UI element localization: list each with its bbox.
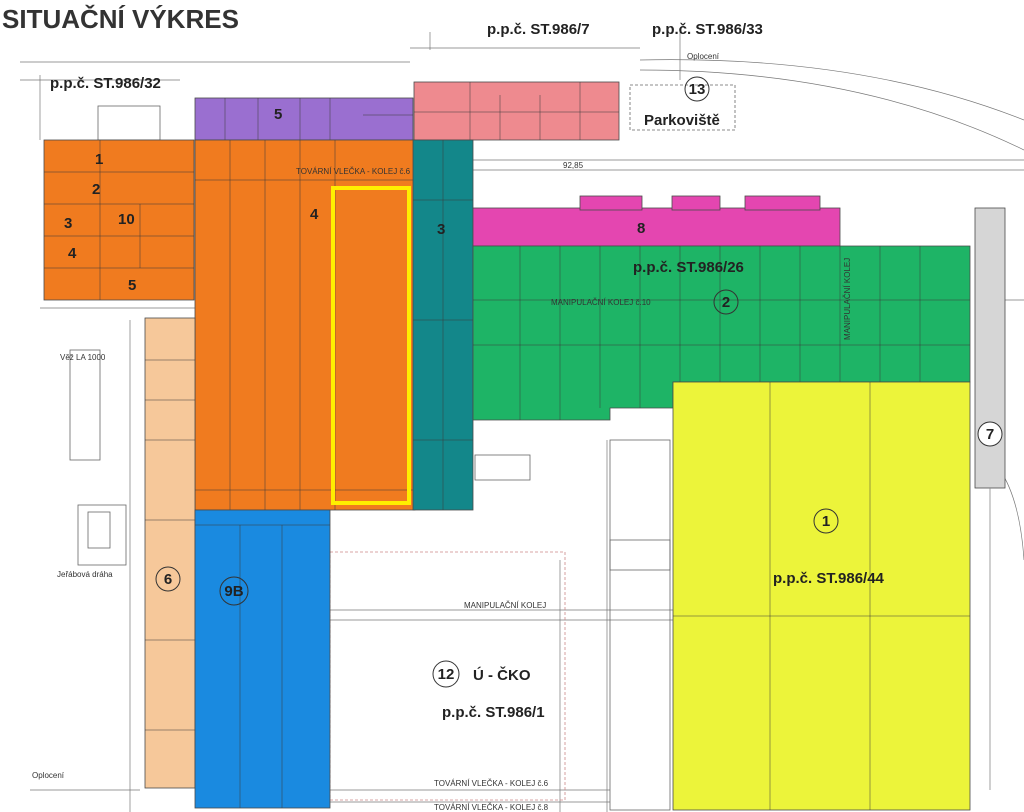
building-13-marker: 13 xyxy=(684,76,710,102)
building-9b xyxy=(194,509,331,809)
building-1 xyxy=(672,381,971,811)
svg-text:9B: 9B xyxy=(224,583,243,600)
building-3-label: 3 xyxy=(437,221,445,238)
svg-text:12: 12 xyxy=(438,666,455,683)
section-2-label: 2 xyxy=(92,181,100,198)
rail-label-manip: MANIPULAČNÍ KOLEJ xyxy=(464,601,546,610)
svg-text:7: 7 xyxy=(986,426,994,443)
building-2-marker: 2 xyxy=(713,289,739,315)
parcel-label-32: p.p.č. ST.986/32 xyxy=(50,75,161,92)
building-10-grid xyxy=(44,140,194,300)
building-8-bump-2 xyxy=(671,195,721,211)
outline-structures xyxy=(69,84,736,811)
dimension-9285: 92,85 xyxy=(563,161,584,170)
tower-label: Věž LA 1000 xyxy=(60,353,106,362)
building-3-grid xyxy=(413,140,473,510)
building-6-marker: 6 xyxy=(155,566,181,592)
building-5-label: 5 xyxy=(274,106,282,123)
building-7-marker: 7 xyxy=(977,421,1003,447)
building-8 xyxy=(472,207,841,247)
ucko-label: Ú - ČKO xyxy=(473,666,531,684)
svg-text:6: 6 xyxy=(164,571,172,588)
rail-label-bottom-2: TOVÁRNÍ VLEČKA - KOLEJ č.8 xyxy=(434,803,549,812)
rail-label-vertical: MANIPULAČNÍ KOLEJ xyxy=(843,258,852,340)
building-6 xyxy=(144,317,196,789)
building-12-marker: 12 xyxy=(432,660,460,688)
building-pink-grid xyxy=(414,82,619,140)
fence-label-bottom: Oplocení xyxy=(32,771,65,780)
building-8-bump-1 xyxy=(579,195,643,211)
building-2-grid xyxy=(473,246,970,420)
building-1-grid xyxy=(673,382,970,810)
svg-text:13: 13 xyxy=(689,81,706,98)
crane-track-label: Jeřábová dráha xyxy=(57,570,113,579)
building-10 xyxy=(43,139,195,301)
building-5-grid xyxy=(224,98,413,140)
svg-text:1: 1 xyxy=(822,513,830,530)
building-pink-top xyxy=(413,81,620,141)
building-6-grid xyxy=(145,359,195,731)
parking-label: Parkoviště xyxy=(644,112,720,129)
parcel-label-26: p.p.č. ST.986/26 xyxy=(633,259,744,276)
rail-label-10: MANIPULAČNÍ KOLEJ č.10 xyxy=(551,298,651,307)
building-5-purple xyxy=(194,97,414,141)
parcel-label-7: p.p.č. ST.986/7 xyxy=(487,21,590,38)
fence-label-top: Oplocení xyxy=(687,52,720,61)
rail-label-top: TOVÁRNÍ VLEČKA - KOLEJ č.6 xyxy=(296,167,411,176)
parcel-label-33: p.p.č. ST.986/33 xyxy=(652,21,763,38)
section-5-label: 5 xyxy=(128,277,136,294)
parcel-label-1: p.p.č. ST.986/1 xyxy=(442,704,545,721)
building-8-bump-3 xyxy=(744,195,821,211)
building-4 xyxy=(194,139,416,511)
building-9b-marker: 9B xyxy=(219,576,249,606)
building-1-marker: 1 xyxy=(813,508,839,534)
building-8-label: 8 xyxy=(637,220,645,237)
building-4-label: 4 xyxy=(310,206,319,223)
drawing-title: SITUAČNÍ VÝKRES xyxy=(2,4,239,34)
parcel-label-44: p.p.č. ST.986/44 xyxy=(773,570,885,587)
section-1-label: 1 xyxy=(95,151,103,168)
section-3-label: 3 xyxy=(64,215,72,232)
svg-text:2: 2 xyxy=(722,294,730,311)
building-9b-grid xyxy=(195,524,330,808)
building-10-label: 10 xyxy=(118,211,135,228)
rail-label-bottom: TOVÁRNÍ VLEČKA - KOLEJ č.6 xyxy=(434,779,549,788)
highlight-frame xyxy=(331,186,411,505)
section-4-label: 4 xyxy=(68,245,77,262)
